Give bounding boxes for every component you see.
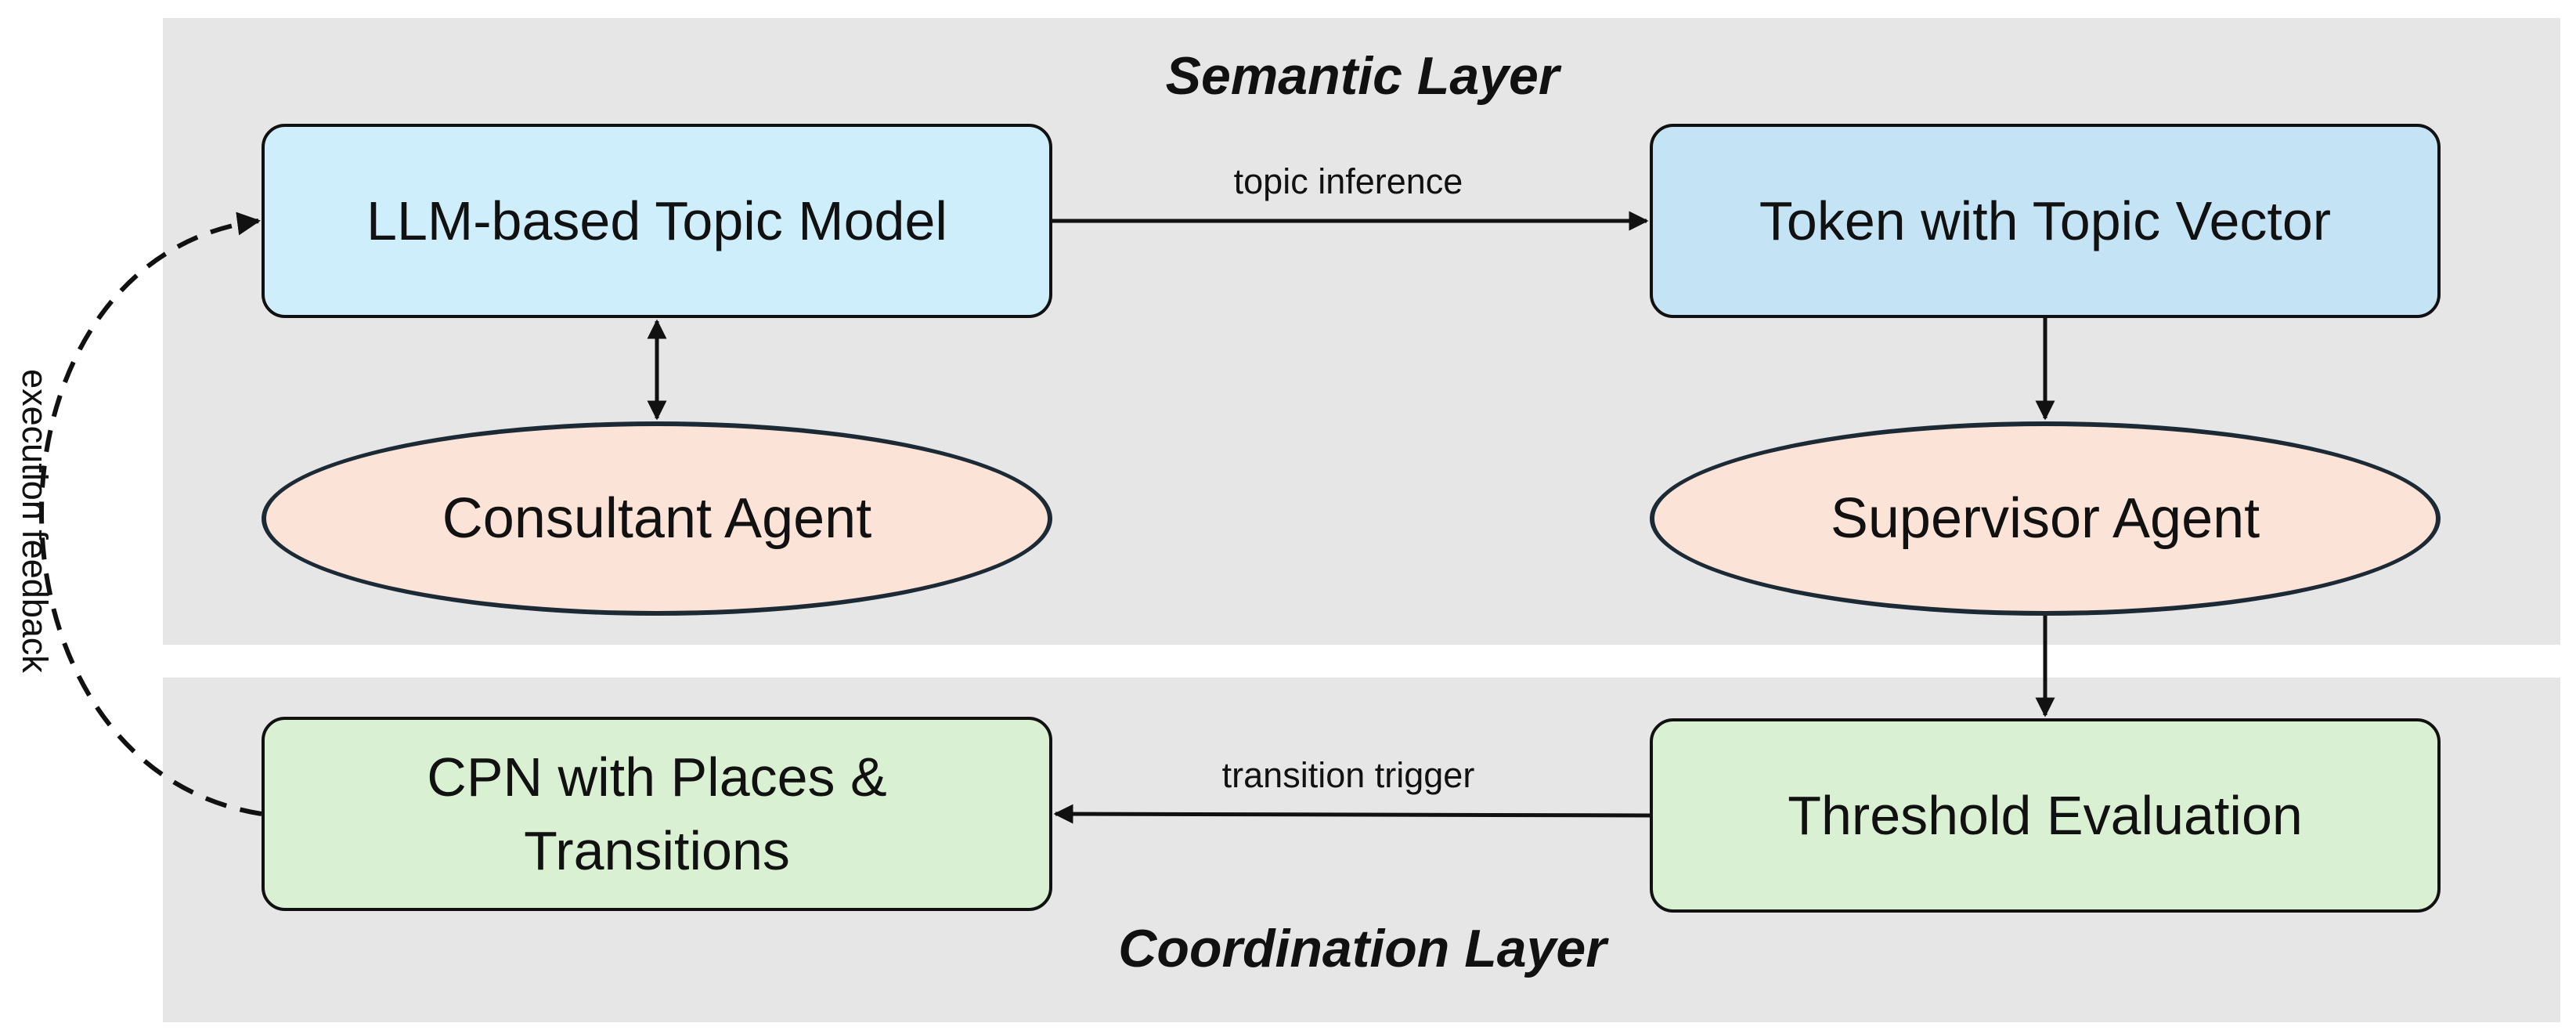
coordination-layer-title: Coordination Layer bbox=[1118, 919, 1607, 978]
threshold-evaluation-node: Threshold Evaluation bbox=[1650, 718, 2441, 913]
transition-trigger-label: transition trigger bbox=[1221, 755, 1475, 795]
consultant-agent-node: Consultant Agent bbox=[262, 421, 1052, 616]
transition-trigger-arrow bbox=[1053, 804, 1651, 824]
llm-topic-model-node: LLM-based Topic Model bbox=[262, 124, 1052, 318]
topic-inference-label: topic inference bbox=[1233, 161, 1463, 201]
token-topic-vector-node: Token with Topic Vector bbox=[1650, 124, 2441, 318]
cpn-places-transitions-node: CPN with Places & Transitions bbox=[262, 717, 1052, 911]
semantic-layer-title: Semantic Layer bbox=[1165, 46, 1560, 106]
execution-feedback-arrow bbox=[39, 212, 262, 816]
execution-feedback-label: execution feedback bbox=[15, 369, 55, 673]
supervisor-agent-node: Supervisor Agent bbox=[1650, 421, 2441, 616]
